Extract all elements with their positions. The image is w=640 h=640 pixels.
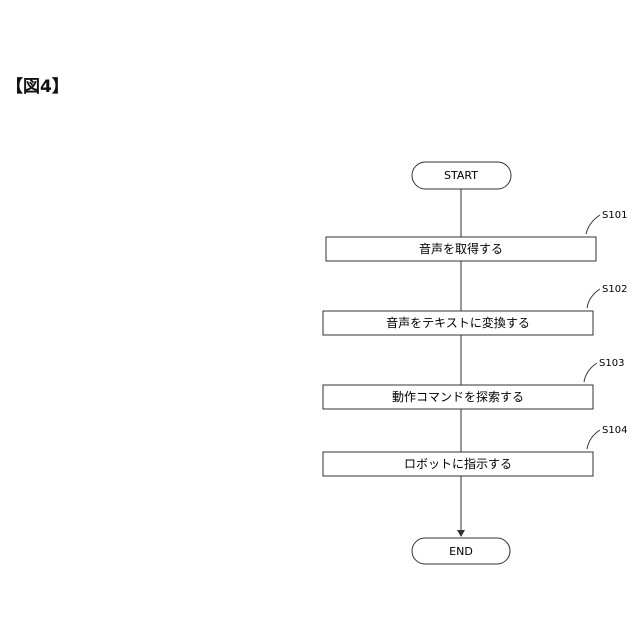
process-step-s101: 音声を取得する S101 [326,210,627,261]
step-id-s102: S102 [602,284,627,295]
step-id-leader-s102 [587,289,600,308]
process-step-s103: 動作コマンドを探索する S103 [323,358,624,409]
step-id-s104: S104 [602,425,627,436]
end-terminal: END [412,538,510,564]
arrowhead [457,530,465,537]
process-step-s102: 音声をテキストに変換する S102 [323,284,627,335]
step-text-s101: 音声を取得する [419,241,503,256]
step-id-s101: S101 [602,210,627,221]
process-step-s104: ロボットに指示する S104 [323,425,627,476]
start-label: START [444,169,478,182]
step-text-s102: 音声をテキストに変換する [386,315,530,330]
step-id-leader-s104 [587,430,600,449]
start-terminal: START [412,162,511,189]
step-text-s104: ロボットに指示する [404,456,512,471]
step-id-s103: S103 [599,358,624,369]
step-id-leader-s101 [586,215,600,234]
step-id-leader-s103 [584,363,597,382]
step-text-s103: 動作コマンドを探索する [392,390,524,404]
end-label: END [449,545,473,558]
